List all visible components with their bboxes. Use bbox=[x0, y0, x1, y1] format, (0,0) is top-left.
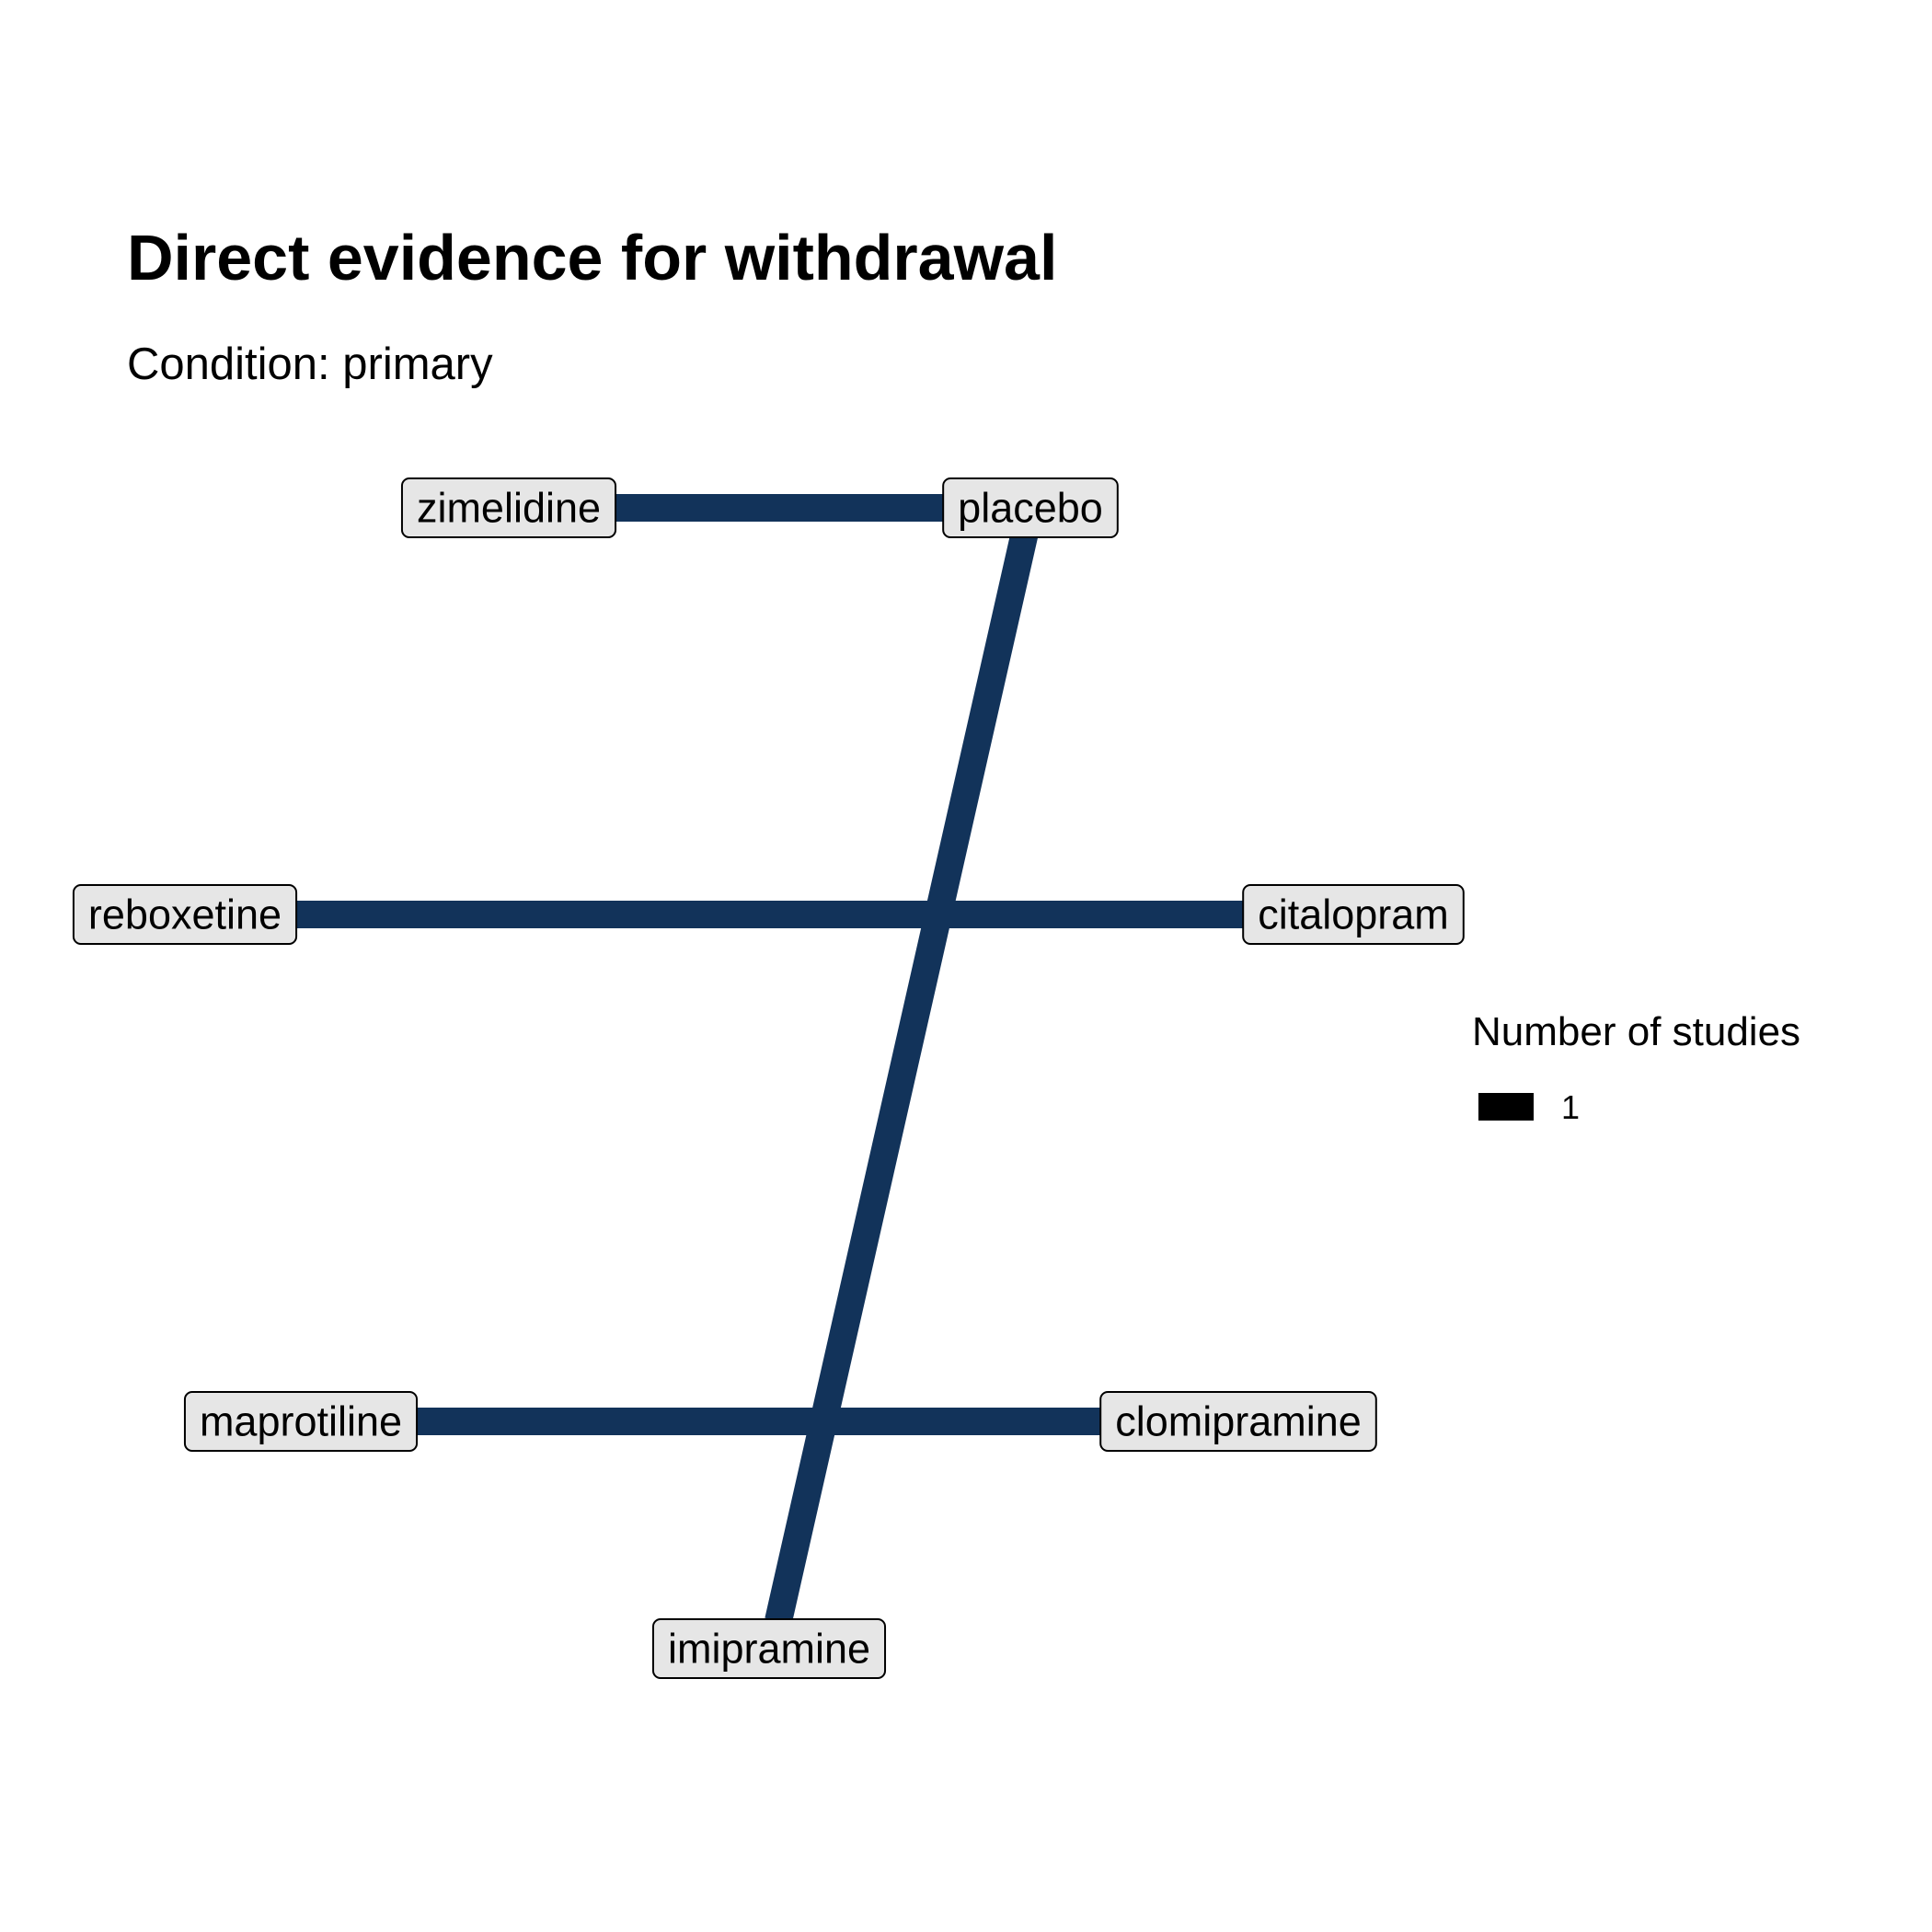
chart-subtitle: Condition: primary bbox=[127, 339, 493, 389]
edges-layer bbox=[185, 494, 1353, 1625]
chart-title: Direct evidence for withdrawal bbox=[127, 222, 1058, 293]
node-clomipramine: clomipramine bbox=[1099, 1391, 1377, 1452]
node-label-imipramine: imipramine bbox=[668, 1626, 870, 1673]
nodes-layer: zimelidine placebo reboxetine citalopram map… bbox=[72, 477, 1465, 1679]
node-reboxetine: reboxetine bbox=[72, 884, 298, 945]
legend-title: Number of studies bbox=[1472, 1009, 1801, 1054]
node-label-citalopram: citalopram bbox=[1258, 891, 1449, 938]
node-box-maprotiline bbox=[183, 1391, 419, 1452]
node-label-reboxetine: reboxetine bbox=[88, 891, 282, 938]
node-box-zimelidine bbox=[400, 477, 617, 538]
legend-key-swatch bbox=[1478, 1093, 1534, 1121]
node-label-zimelidine: zimelidine bbox=[417, 485, 601, 532]
node-label-clomipramine: clomipramine bbox=[1115, 1398, 1362, 1445]
node-maprotiline: maprotiline bbox=[183, 1391, 419, 1452]
node-box-placebo bbox=[942, 477, 1119, 538]
legend-key-label: 1 bbox=[1561, 1088, 1581, 1126]
edge-placebo-imipramine bbox=[765, 504, 1044, 1625]
node-zimelidine: zimelidine bbox=[400, 477, 617, 538]
node-box-reboxetine bbox=[72, 884, 298, 945]
node-citalopram: citalopram bbox=[1242, 884, 1465, 945]
node-box-clomipramine bbox=[1099, 1391, 1377, 1452]
node-label-maprotiline: maprotiline bbox=[200, 1398, 402, 1445]
node-label-placebo: placebo bbox=[958, 485, 1103, 532]
node-imipramine: imipramine bbox=[651, 1618, 887, 1679]
node-placebo: placebo bbox=[942, 477, 1119, 538]
node-box-imipramine bbox=[651, 1618, 887, 1679]
node-box-citalopram bbox=[1242, 884, 1465, 945]
